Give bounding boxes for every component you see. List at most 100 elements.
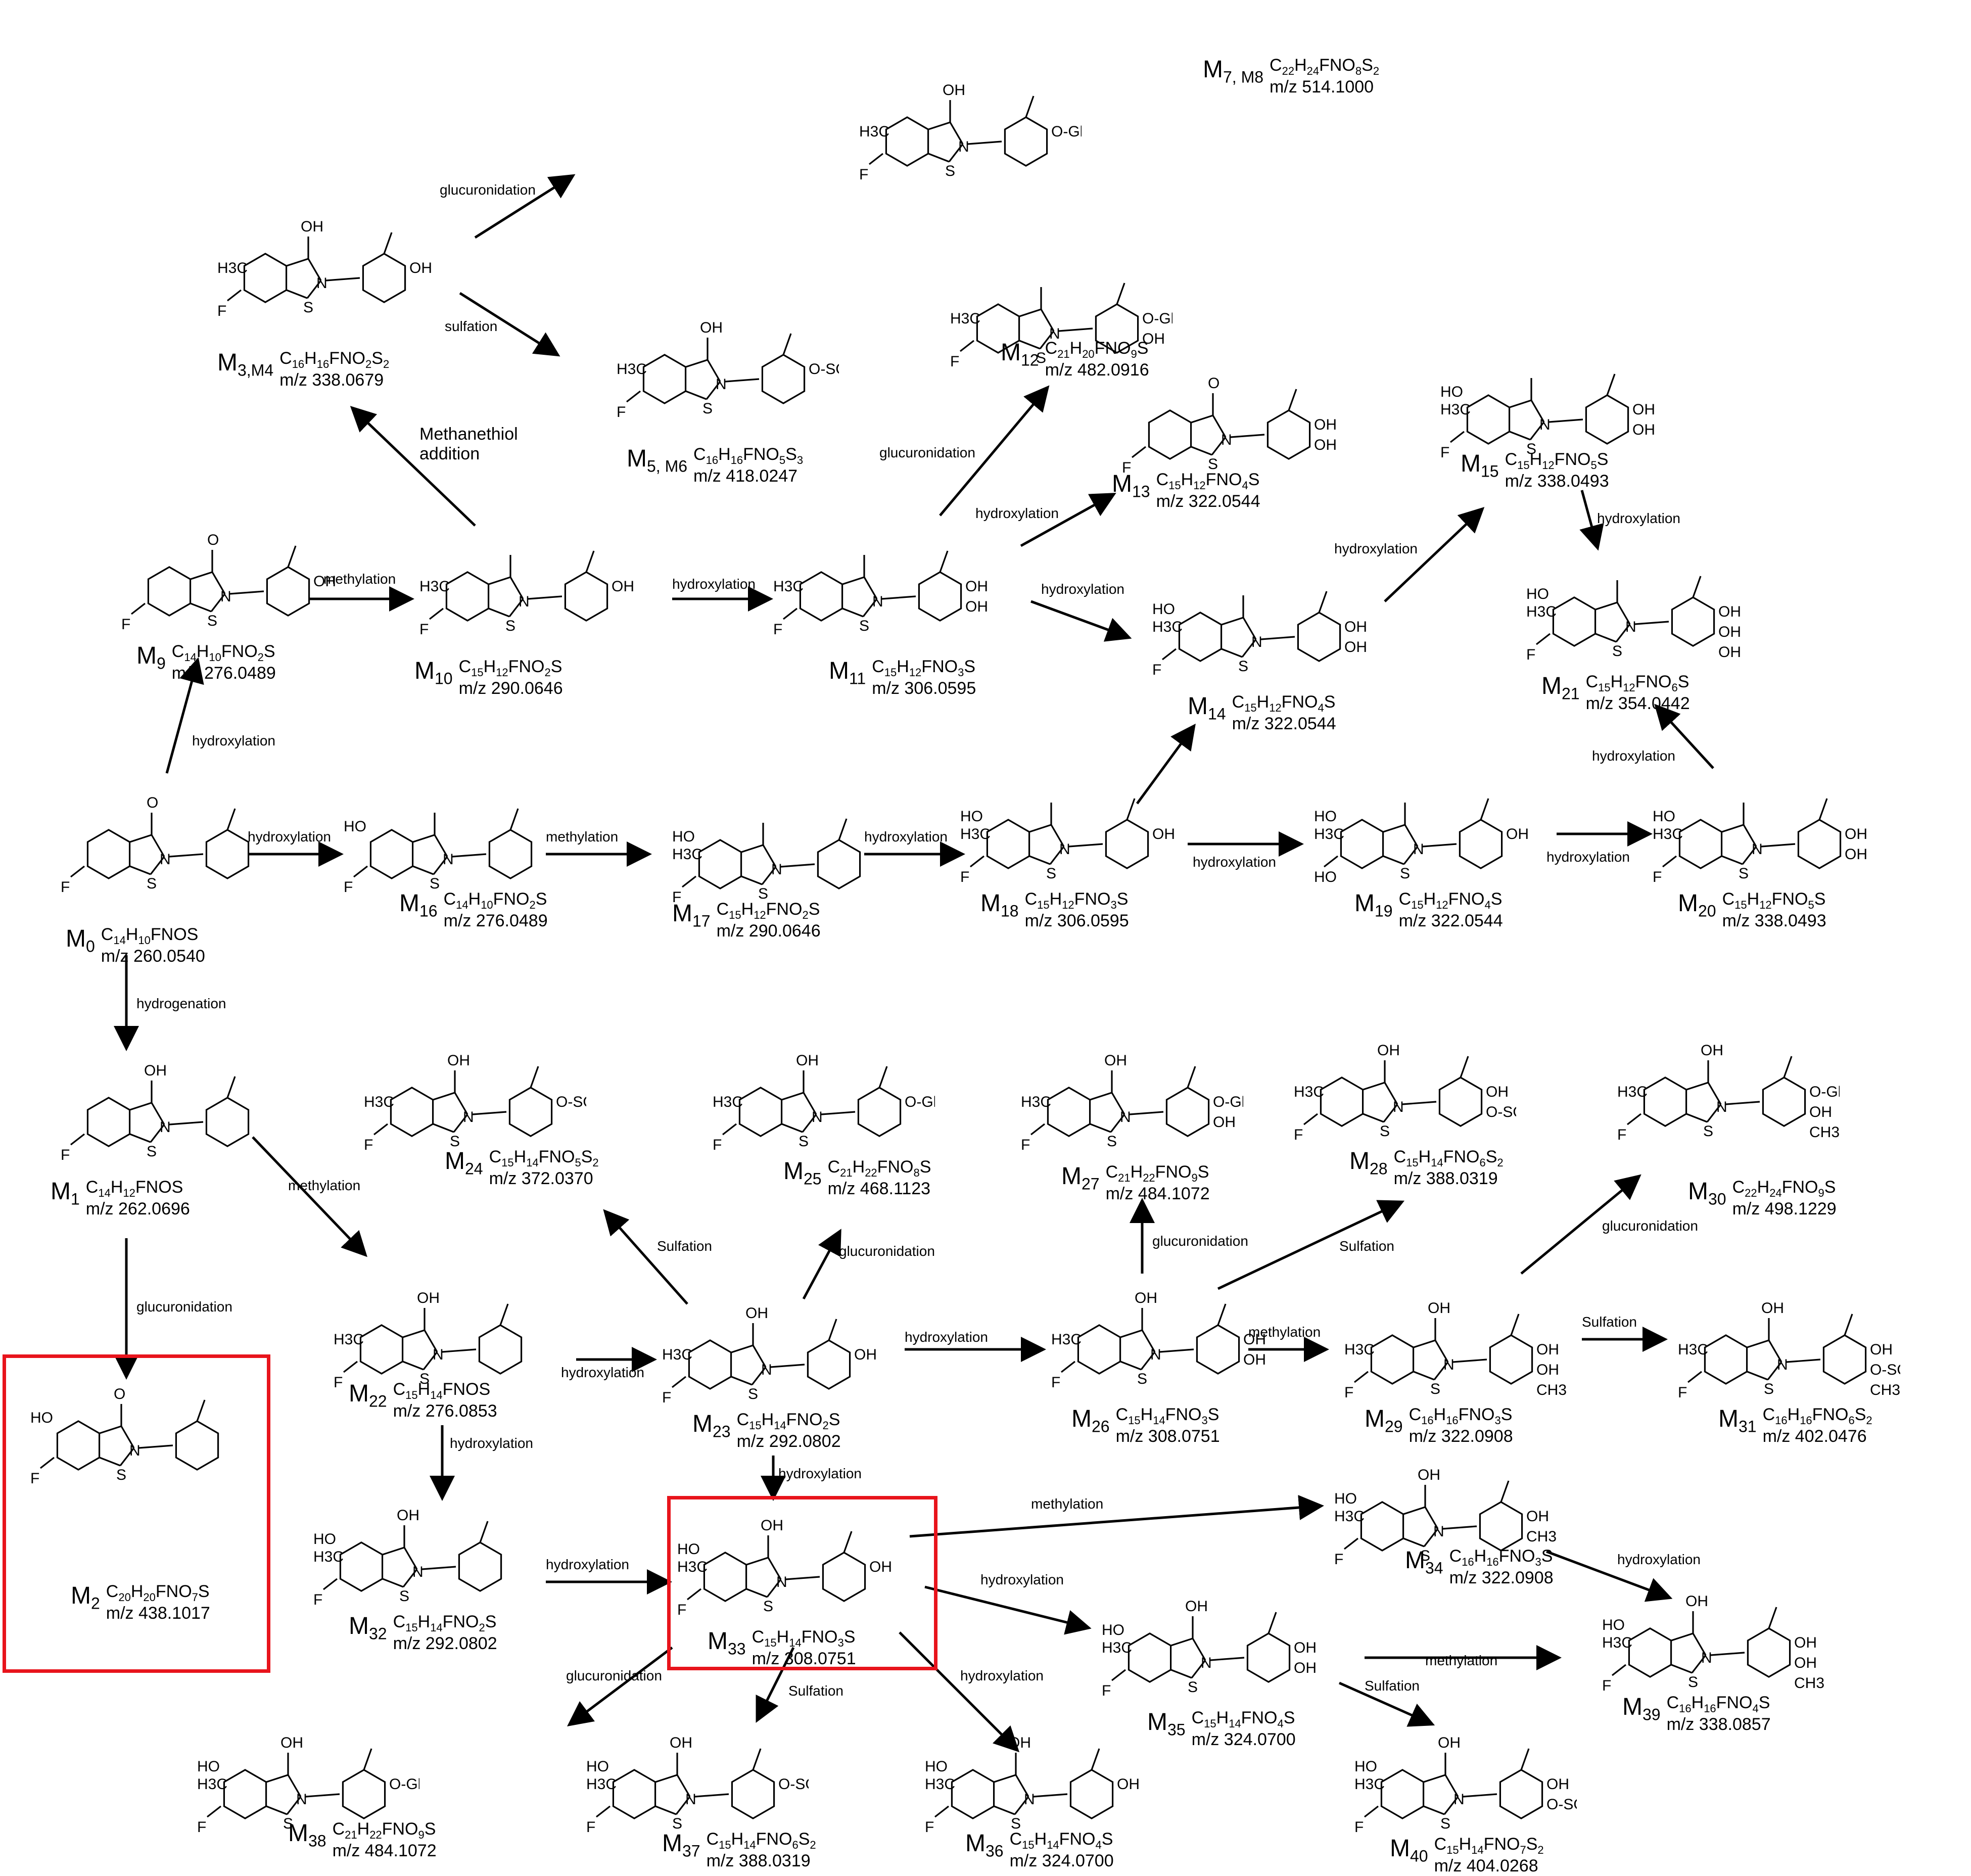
aryl-substituent: OH [1718,644,1741,661]
sulfur-atom: S [672,1815,682,1832]
fluoro-bond [1364,1805,1379,1818]
metabolite-name: M30 [1688,1178,1726,1208]
nitrogen-atom: N [685,1791,696,1808]
molecular-formula: C15H14FNO5S2 [489,1147,599,1169]
c3-substituent: OH [1377,1042,1400,1059]
ortho-methyl-bond [878,1066,888,1088]
c-n-bond [1404,824,1419,847]
reaction-label: methylation [546,829,619,845]
fluoro-bond [323,1578,338,1590]
c-n-bond [762,845,777,867]
metabolite-name: M1 [51,1178,80,1208]
ortho-methyl-bond [1126,798,1136,820]
c3-bond [488,576,511,585]
mass-to-charge: m/z 322.0908 [1449,1568,1554,1588]
aryl-ring [488,829,533,879]
sulfur-atom: S [758,885,768,902]
c-n-bond [403,1547,418,1570]
nitrogen-atom: N [220,588,231,605]
reaction-label: glucuronidation [136,1299,232,1315]
benzo-ring [1678,819,1723,869]
nitrogen-atom: N [1716,1099,1727,1115]
molecular-formula: C15H12FNO2S [458,657,562,679]
metabolite-name: M24 [445,1148,483,1178]
reaction-label: hydroxylation [980,1572,1064,1587]
n-aryl-bond [1442,1525,1477,1530]
benzo-ring [1643,1076,1687,1127]
molecular-formula: C15H14FNO7S2 [1434,1835,1544,1856]
n-aryl-bond [169,853,204,858]
c-n-bond [1384,1082,1398,1105]
c3-substituent: OH [1008,1734,1031,1751]
substituent-f: F [61,879,70,896]
fluoro-bond [960,340,974,352]
reaction-arrow-m11-m14 [1030,600,1132,642]
fluoro-bond [596,1805,611,1818]
benzo-ring [1320,1076,1364,1127]
hydroxy-substituent: HO [197,1758,220,1775]
n-s-bond [1110,1114,1125,1133]
hydroxy-substituent: HO [1440,384,1463,400]
ortho-methyl-bond [1318,591,1328,613]
fluoro-bond [1687,1371,1702,1383]
metabolite-name: M12 [1001,339,1039,369]
s-c-bond [1509,431,1531,441]
n-s-bond [286,1796,302,1815]
c3-bond [1686,1082,1709,1091]
substituent-f: F [1122,459,1131,476]
fluoro-bond [429,607,444,620]
n-s-bond [1742,846,1757,865]
substituent-f: F [217,303,226,319]
n-s-bond [210,593,226,612]
n-s-bond [150,1124,165,1143]
sulfur-atom: S [702,400,713,417]
c-n-bond [752,1345,767,1368]
mass-to-charge: m/z 290.0646 [716,921,821,941]
reaction-label: glucuronidation [440,182,536,198]
c3-bond [412,834,435,843]
reaction-arrow-m35-m40 [1338,1681,1435,1727]
n-aryl-bond [1068,843,1103,848]
nitrogen-atom: N [316,275,327,292]
metabolite-name: M35 [1147,1709,1186,1739]
aryl-ring [1489,1334,1533,1385]
c3-bond [99,1425,122,1434]
n-aryl-bond [1058,327,1093,332]
s-c-bond [1019,340,1041,350]
benzo-ring [1077,1324,1121,1375]
c3-substituent: OH [1438,1734,1461,1751]
aryl-substituent: CH3 [1870,1382,1900,1398]
sulfur-atom: S [303,299,313,316]
substituent-f: F [1354,1819,1364,1836]
molecular-formula: C20H20FNO7S [106,1582,210,1604]
n-s-bond [119,1447,135,1466]
hydroxy-substituent: HO [1653,808,1675,825]
sulfur-atom: S [1380,1123,1390,1140]
hydroxy-substituent: HO [1602,1617,1625,1633]
aryl-substituent: OH [1794,1655,1817,1671]
n-aryl-bond [325,277,360,282]
substituent-f: F [677,1602,686,1618]
reaction-arrow-m11-m13 [1020,493,1116,547]
fluoro-bond [1061,1361,1075,1373]
mass-to-charge: m/z 354.0442 [1585,694,1690,714]
nitrogen-atom: N [160,1119,171,1136]
nitrogen-atom: N [1201,1655,1212,1671]
hydroxy-substituent: HO [30,1410,53,1426]
aryl-ring [1196,1324,1240,1375]
n-s-bond [1767,1362,1782,1380]
fluoro-bond [1612,1664,1626,1676]
c-n-bond [1141,1330,1156,1352]
